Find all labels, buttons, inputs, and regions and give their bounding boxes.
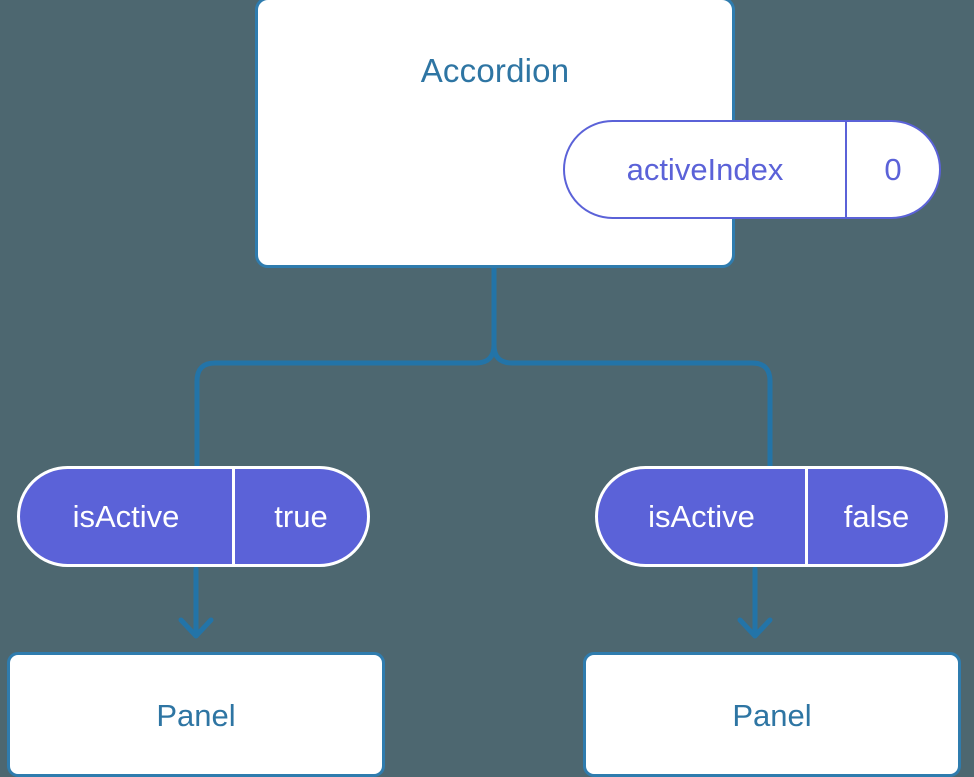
- accordion-state-value: 0: [845, 122, 939, 217]
- panel-right-state-key: isActive: [648, 499, 755, 534]
- accordion-state-key: activeIndex: [626, 152, 784, 187]
- panel-left-state-pill[interactable]: isActive true: [17, 466, 370, 567]
- panel-right-state-pill[interactable]: isActive false: [595, 466, 948, 567]
- panel-left-box[interactable]: Panel: [7, 652, 385, 777]
- tree-branch-right-icon: [491, 264, 773, 469]
- panel-left-label: Panel: [156, 698, 236, 733]
- arrow-down-icon-right: [737, 617, 773, 639]
- panel-left-state-key: isActive: [72, 499, 180, 534]
- accordion-title: Accordion: [420, 52, 570, 89]
- panel-right-box[interactable]: Panel: [583, 652, 961, 777]
- tree-branch-left-icon: [194, 264, 497, 469]
- panel-right-label: Panel: [732, 698, 812, 733]
- accordion-component-card[interactable]: Accordion activeIndex 0: [255, 0, 941, 268]
- accordion-state-pill[interactable]: activeIndex 0: [563, 120, 941, 219]
- panel-right-state-value: false: [805, 469, 945, 564]
- arrow-down-icon-left: [178, 617, 214, 639]
- panel-left-state-value: true: [232, 469, 367, 564]
